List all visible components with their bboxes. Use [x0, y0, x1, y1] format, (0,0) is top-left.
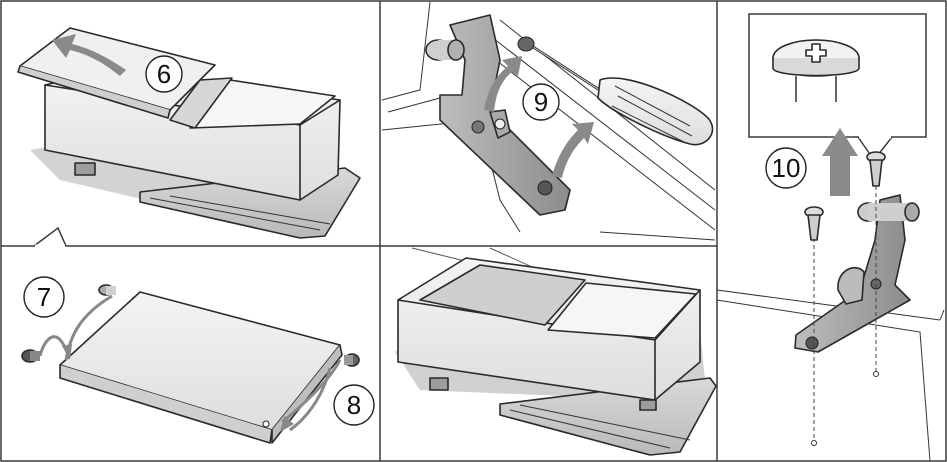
panel-step-6: 6 — [17, 27, 361, 239]
step-10-label: 10 — [772, 153, 801, 183]
screwdriver-icon — [529, 43, 714, 146]
panel-notch — [33, 226, 67, 247]
tray — [499, 377, 717, 456]
step-9-label: 9 — [534, 87, 548, 117]
step-10-badge: 10 — [765, 147, 807, 189]
arrow-icon — [552, 122, 594, 178]
screw-icon — [804, 206, 824, 241]
screw-icon — [772, 39, 860, 102]
step-6-label: 6 — [157, 59, 171, 89]
hinge-icon — [439, 14, 571, 216]
arrow-icon — [822, 128, 858, 196]
step-9-badge: 9 — [522, 83, 560, 121]
cap-icon — [98, 284, 116, 296]
panel-assembled-box — [395, 247, 717, 456]
hinge-icon — [794, 194, 911, 353]
zoom-inset — [748, 13, 927, 138]
panel-step-9: 9 — [381, 1, 716, 241]
step-7-badge: 7 — [23, 276, 65, 318]
arrow-icon — [52, 34, 126, 76]
step-7-label: 7 — [37, 282, 51, 312]
right-lid — [547, 282, 697, 339]
cap-icon — [517, 36, 535, 52]
cap-icon — [344, 353, 360, 367]
step-8-badge: 8 — [333, 384, 375, 426]
arrow-icon — [484, 56, 522, 112]
step-6-badge: 6 — [145, 55, 183, 93]
cap-icon — [21, 349, 40, 363]
screw-icon — [866, 151, 886, 187]
panel-step-10: 10 — [716, 13, 945, 462]
panel-step-7-8: 7 8 — [21, 276, 375, 444]
step-8-label: 8 — [347, 390, 361, 420]
